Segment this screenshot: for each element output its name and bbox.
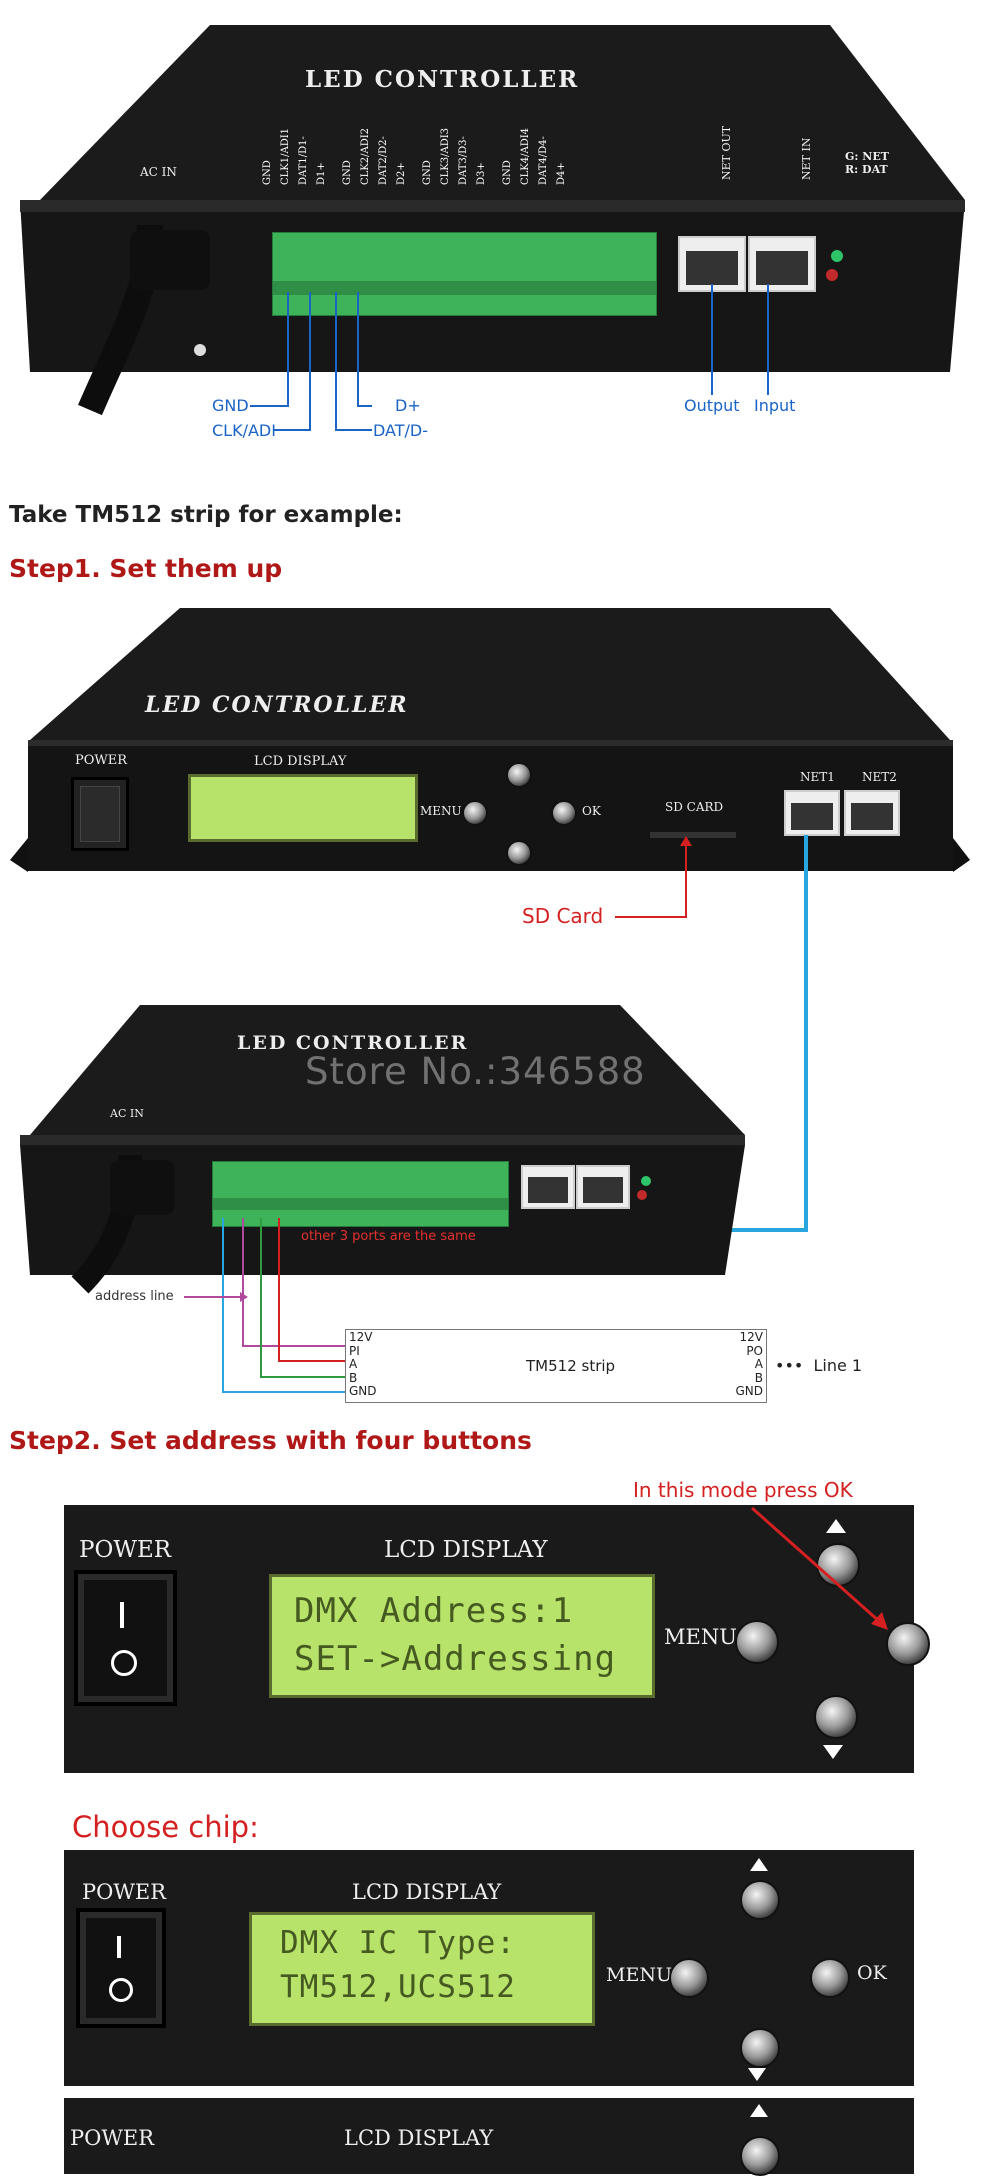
ports-note: other 3 ports are the same bbox=[301, 1229, 476, 1244]
address-line-label: address line bbox=[95, 1289, 174, 1304]
panel2-ok-button[interactable] bbox=[810, 1958, 850, 1998]
front-ok-label: OK bbox=[582, 804, 601, 818]
front-controller-image: LED CONTROLLER POWER LCD DISPLAY MENU OK… bbox=[0, 600, 1000, 890]
panel2-down-arrow-icon bbox=[748, 2068, 766, 2081]
panel3: POWER LCD DISPLAY bbox=[64, 2098, 914, 2176]
top-controller-image: LED CONTROLLER AC IN GND CLK1/ADI1 DAT1/… bbox=[0, 0, 1000, 455]
panel1-down-arrow-icon bbox=[823, 1745, 843, 1759]
strip-pin: B bbox=[349, 1370, 358, 1385]
callout-output: Output bbox=[684, 396, 740, 415]
panel2-menu-button[interactable] bbox=[669, 1958, 709, 1998]
panel1-power-switch[interactable] bbox=[74, 1570, 177, 1706]
panel2-menu-label: MENU bbox=[606, 1964, 672, 1986]
panel2-down-button[interactable] bbox=[740, 2028, 780, 2068]
back-net-in-port bbox=[576, 1165, 630, 1209]
top-net-out-port bbox=[678, 236, 746, 292]
intro-text: Take TM512 strip for example: bbox=[9, 502, 403, 528]
panel1-lcd-line2: SET->Addressing bbox=[294, 1639, 617, 1679]
strip-pin: A bbox=[754, 1357, 763, 1371]
front-down-button[interactable] bbox=[506, 840, 532, 866]
top-callout-lines bbox=[250, 284, 769, 431]
panel1: POWER LCD DISPLAY DMX Address:1 SET->Add… bbox=[64, 1505, 930, 1773]
panel3-up-button[interactable] bbox=[740, 2136, 780, 2176]
panel3-lcd-label: LCD DISPLAY bbox=[344, 2126, 494, 2150]
panel2-power-switch[interactable] bbox=[76, 1908, 166, 2028]
callout-dat: DAT/D- bbox=[373, 421, 428, 440]
panel1-menu-label: MENU bbox=[664, 1625, 737, 1649]
strip-pin: PO bbox=[746, 1343, 763, 1358]
front-menu-label: MENU bbox=[420, 804, 462, 818]
tm512-strip: 12V PI A B GND 12V PO A B GND TM512 stri… bbox=[345, 1329, 767, 1403]
back-ac-label: AC IN bbox=[110, 1107, 144, 1120]
strip-right-pins: 12V PO A B GND bbox=[735, 1330, 763, 1399]
front-up-button[interactable] bbox=[506, 762, 532, 788]
panel3-power-label: POWER bbox=[70, 2126, 155, 2150]
back-title: LED CONTROLLER bbox=[237, 1032, 469, 1054]
sd-card-callout: SD Card bbox=[522, 904, 604, 928]
panel2-lcd-label: LCD DISPLAY bbox=[352, 1880, 502, 1904]
front-net1-label: NET1 bbox=[800, 770, 835, 784]
watermark: Store No.:346588 bbox=[305, 1050, 646, 1093]
line1-label: ••• Line 1 bbox=[775, 1356, 863, 1375]
panel1-power-label: POWER bbox=[79, 1537, 172, 1563]
strip-pin: 12V bbox=[349, 1330, 373, 1344]
front-ok-button[interactable] bbox=[551, 800, 577, 826]
callout-input: Input bbox=[754, 396, 796, 415]
panel2-lcd-screen: DMX IC Type: TM512,UCS512 bbox=[249, 1912, 595, 2026]
top-title: LED CONTROLLER bbox=[305, 66, 580, 93]
panel1-callout: In this mode press OK bbox=[633, 1478, 853, 1502]
step2-heading: Step2. Set address with four buttons bbox=[9, 1426, 532, 1455]
back-terminal-block bbox=[212, 1161, 509, 1227]
panel1-down-button[interactable] bbox=[814, 1695, 858, 1739]
panel1-menu-button[interactable] bbox=[735, 1620, 779, 1664]
front-net1-port bbox=[784, 790, 840, 836]
led-legend: G: NET R: DAT bbox=[845, 150, 889, 176]
strip-pin: PI bbox=[349, 1343, 360, 1358]
panel2-up-button[interactable] bbox=[740, 1880, 780, 1920]
choose-chip-heading: Choose chip: bbox=[72, 1810, 259, 1844]
callout-d-plus: D+ bbox=[395, 396, 421, 415]
callout-clk: CLK/ADI bbox=[212, 421, 276, 440]
front-sd-slot-label: SD CARD bbox=[665, 800, 724, 814]
strip-pin: GND bbox=[349, 1384, 377, 1398]
callout-gnd: GND bbox=[212, 396, 249, 415]
front-net2-label: NET2 bbox=[862, 770, 897, 784]
front-power-switch[interactable] bbox=[71, 777, 129, 851]
panel1-lcd-label: LCD DISPLAY bbox=[384, 1537, 548, 1563]
step1-heading: Step1. Set them up bbox=[9, 554, 283, 583]
panel2-lcd-line1: DMX IC Type: bbox=[280, 1925, 516, 1961]
panel3-up-arrow-icon bbox=[750, 2104, 768, 2117]
top-net-in-port bbox=[748, 236, 816, 292]
top-ac-label: AC IN bbox=[140, 165, 177, 179]
back-controller-image: LED CONTROLLER AC IN other 3 ports are t… bbox=[0, 995, 760, 1295]
strip-pin: GND bbox=[735, 1384, 763, 1398]
front-power-label: POWER bbox=[75, 753, 128, 768]
front-lcd-screen bbox=[188, 774, 418, 842]
panel2-lcd-line2: TM512,UCS512 bbox=[280, 1969, 516, 2005]
front-title: LED CONTROLLER bbox=[145, 692, 409, 718]
strip-pin: B bbox=[754, 1370, 763, 1385]
back-net-out-port bbox=[521, 1165, 575, 1209]
front-lcd-label: LCD DISPLAY bbox=[254, 754, 347, 769]
front-menu-button[interactable] bbox=[462, 800, 488, 826]
strip-pin: A bbox=[349, 1357, 358, 1371]
strip-left-pins: 12V PI A B GND bbox=[349, 1330, 377, 1399]
strip-name: TM512 strip bbox=[526, 1357, 616, 1375]
panel1-lcd-screen: DMX Address:1 SET->Addressing bbox=[269, 1574, 655, 1698]
panel2: POWER LCD DISPLAY DMX IC Type: TM512,UCS… bbox=[64, 1850, 914, 2086]
panel1-ok-button[interactable] bbox=[886, 1622, 930, 1666]
strip-pin: 12V bbox=[739, 1330, 763, 1344]
front-net2-port bbox=[844, 790, 900, 836]
panel2-up-arrow-icon bbox=[750, 1858, 768, 1871]
panel1-lcd-line1: DMX Address:1 bbox=[294, 1591, 574, 1631]
panel2-power-label: POWER bbox=[82, 1880, 167, 1904]
panel2-ok-label: OK bbox=[857, 1962, 887, 1984]
panel1-up-arrow-icon bbox=[826, 1519, 846, 1533]
